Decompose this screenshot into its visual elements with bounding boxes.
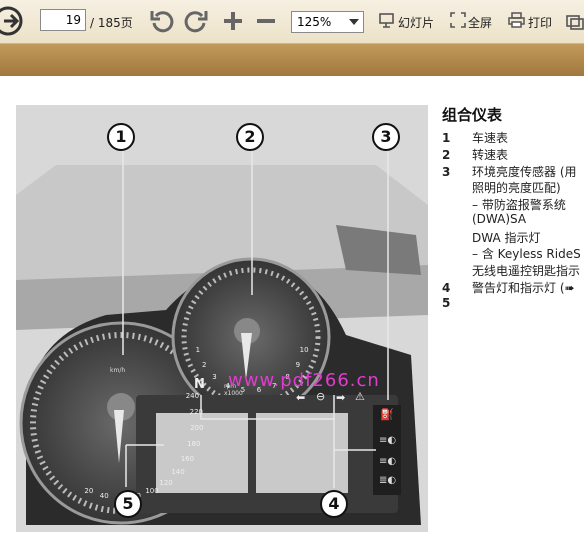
- zoom-select[interactable]: 125%: [291, 11, 364, 33]
- speedo-tick-label: 20: [84, 486, 94, 495]
- callout-3: 3: [372, 123, 400, 151]
- left-turn-indicator-icon: ⬅: [296, 391, 306, 404]
- watermark: www.pdf266.cn: [228, 370, 380, 391]
- zoom-in-icon[interactable]: [221, 9, 245, 33]
- legend-text: 车速表: [472, 131, 509, 145]
- print-icon: [508, 12, 525, 32]
- legend-number: 2: [442, 148, 451, 162]
- speedo-tick-label: 200: [190, 424, 204, 433]
- legend-item: 1 车速表: [442, 129, 508, 146]
- tacho-tick-label: 10: [299, 346, 309, 355]
- tacho-tick-label: 6: [256, 386, 262, 395]
- gear-indicator: N: [194, 377, 205, 392]
- tacho-tick-label: 2: [201, 360, 207, 369]
- legend-item: 4 警告灯和指示灯 (➠: [442, 279, 575, 296]
- slideshow-button[interactable]: 幻灯片: [379, 12, 434, 32]
- redo-icon[interactable]: [183, 8, 209, 34]
- fog-light-icon: ≡◐: [379, 456, 397, 467]
- fullscreen-button[interactable]: 全屏: [450, 12, 492, 32]
- tacho-tick-label: 3: [212, 373, 217, 382]
- legend-text: 警告灯和指示灯 (➠: [472, 281, 575, 295]
- instrument-cluster-figure: 20406080100120140160180200220240 1234567…: [16, 105, 428, 532]
- fuel-icon: ⛽: [380, 408, 394, 421]
- print-button[interactable]: 打印: [508, 12, 552, 32]
- engine-warning-icon: ⊖: [316, 390, 326, 403]
- tacho-tick-label: 4: [225, 381, 230, 390]
- callout-4: 4: [320, 490, 348, 518]
- chevron-down-icon: [349, 19, 359, 25]
- speedo-tick-label: 160: [180, 454, 195, 463]
- callout-5: 5: [114, 490, 142, 518]
- legend-item: 照明的亮度匹配): [442, 179, 561, 196]
- toolbar-shadow-band: [0, 44, 584, 76]
- legend-text: (DWA)SA: [472, 212, 527, 226]
- slideshow-label: 幻灯片: [398, 15, 435, 30]
- legend-number: 1: [442, 131, 451, 145]
- legend-item: – 含 Keyless RideS: [442, 245, 581, 262]
- callout-1: 1: [107, 123, 135, 151]
- legend-text: – 带防盗报警系统: [472, 198, 566, 212]
- zoom-out-icon[interactable]: [254, 9, 278, 33]
- speedo-tick-label: 220: [189, 407, 203, 416]
- legend-text: 照明的亮度匹配): [472, 181, 561, 195]
- legend-number: 3: [442, 165, 451, 179]
- tacho-tick-label: 5: [240, 386, 246, 395]
- page-total-label: / 185页: [90, 16, 133, 30]
- tacho-tick-label: 7: [272, 381, 277, 390]
- legend-text: 转速表: [472, 148, 509, 162]
- legend-item: 3 环境亮度传感器 (用: [442, 163, 577, 180]
- low-beam-icon: ≣◐: [379, 475, 397, 486]
- instrument-cluster-illustration: [16, 105, 428, 532]
- legend-number: 4: [442, 281, 451, 295]
- speedo-tick-label: 180: [187, 439, 201, 448]
- speedo-unit: km/h: [110, 367, 126, 374]
- legend-item: 5: [442, 296, 472, 310]
- forward-arrow-icon[interactable]: [0, 6, 30, 36]
- tacho-tick-label: 1: [195, 346, 201, 355]
- legend-item: – 带防盗报警系统: [442, 196, 566, 213]
- legend-item: DWA 指示灯: [442, 229, 540, 246]
- tacho-tick-label: 8: [285, 373, 290, 382]
- warning-triangle-icon: ⚠: [355, 390, 365, 403]
- zoom-value: 125%: [297, 15, 332, 29]
- fullscreen-icon: [450, 12, 466, 32]
- speedo-tick-label: 240: [185, 392, 200, 400]
- speedo-tick-label: 140: [171, 468, 185, 477]
- speedo-tick-label: 120: [159, 479, 173, 488]
- high-beam-icon: ≡◐: [379, 435, 397, 446]
- legend-text: 无线电遥控钥匙指示: [472, 264, 581, 278]
- window-icon[interactable]: [566, 12, 584, 32]
- fullscreen-label: 全屏: [468, 15, 493, 30]
- right-turn-indicator-icon: ➡: [336, 391, 346, 404]
- tacho-tick-label: 9: [295, 360, 301, 369]
- legend-text: – 含 Keyless RideS: [472, 247, 581, 261]
- slideshow-icon: [379, 12, 395, 32]
- legend-text: 环境亮度传感器 (用: [472, 165, 577, 179]
- legend-text: DWA 指示灯: [472, 231, 541, 245]
- legend-item: 无线电遥控钥匙指示: [442, 262, 580, 279]
- callout-2: 2: [236, 123, 264, 151]
- page-number-input[interactable]: 19: [40, 9, 86, 31]
- pdf-toolbar: 19 / 185页 125% 幻灯片 全屏 打印: [0, 0, 584, 44]
- section-title: 组合仪表: [442, 106, 503, 124]
- undo-icon[interactable]: [149, 8, 175, 34]
- legend-number: 5: [442, 296, 451, 310]
- tacho-unit: rpm x1000: [224, 383, 243, 397]
- speedo-tick-label: 40: [99, 492, 109, 501]
- legend-item: (DWA)SA: [442, 212, 526, 226]
- speedo-tick-label: 100: [145, 487, 159, 496]
- legend-item: 2 转速表: [442, 146, 508, 163]
- print-label: 打印: [528, 15, 553, 30]
